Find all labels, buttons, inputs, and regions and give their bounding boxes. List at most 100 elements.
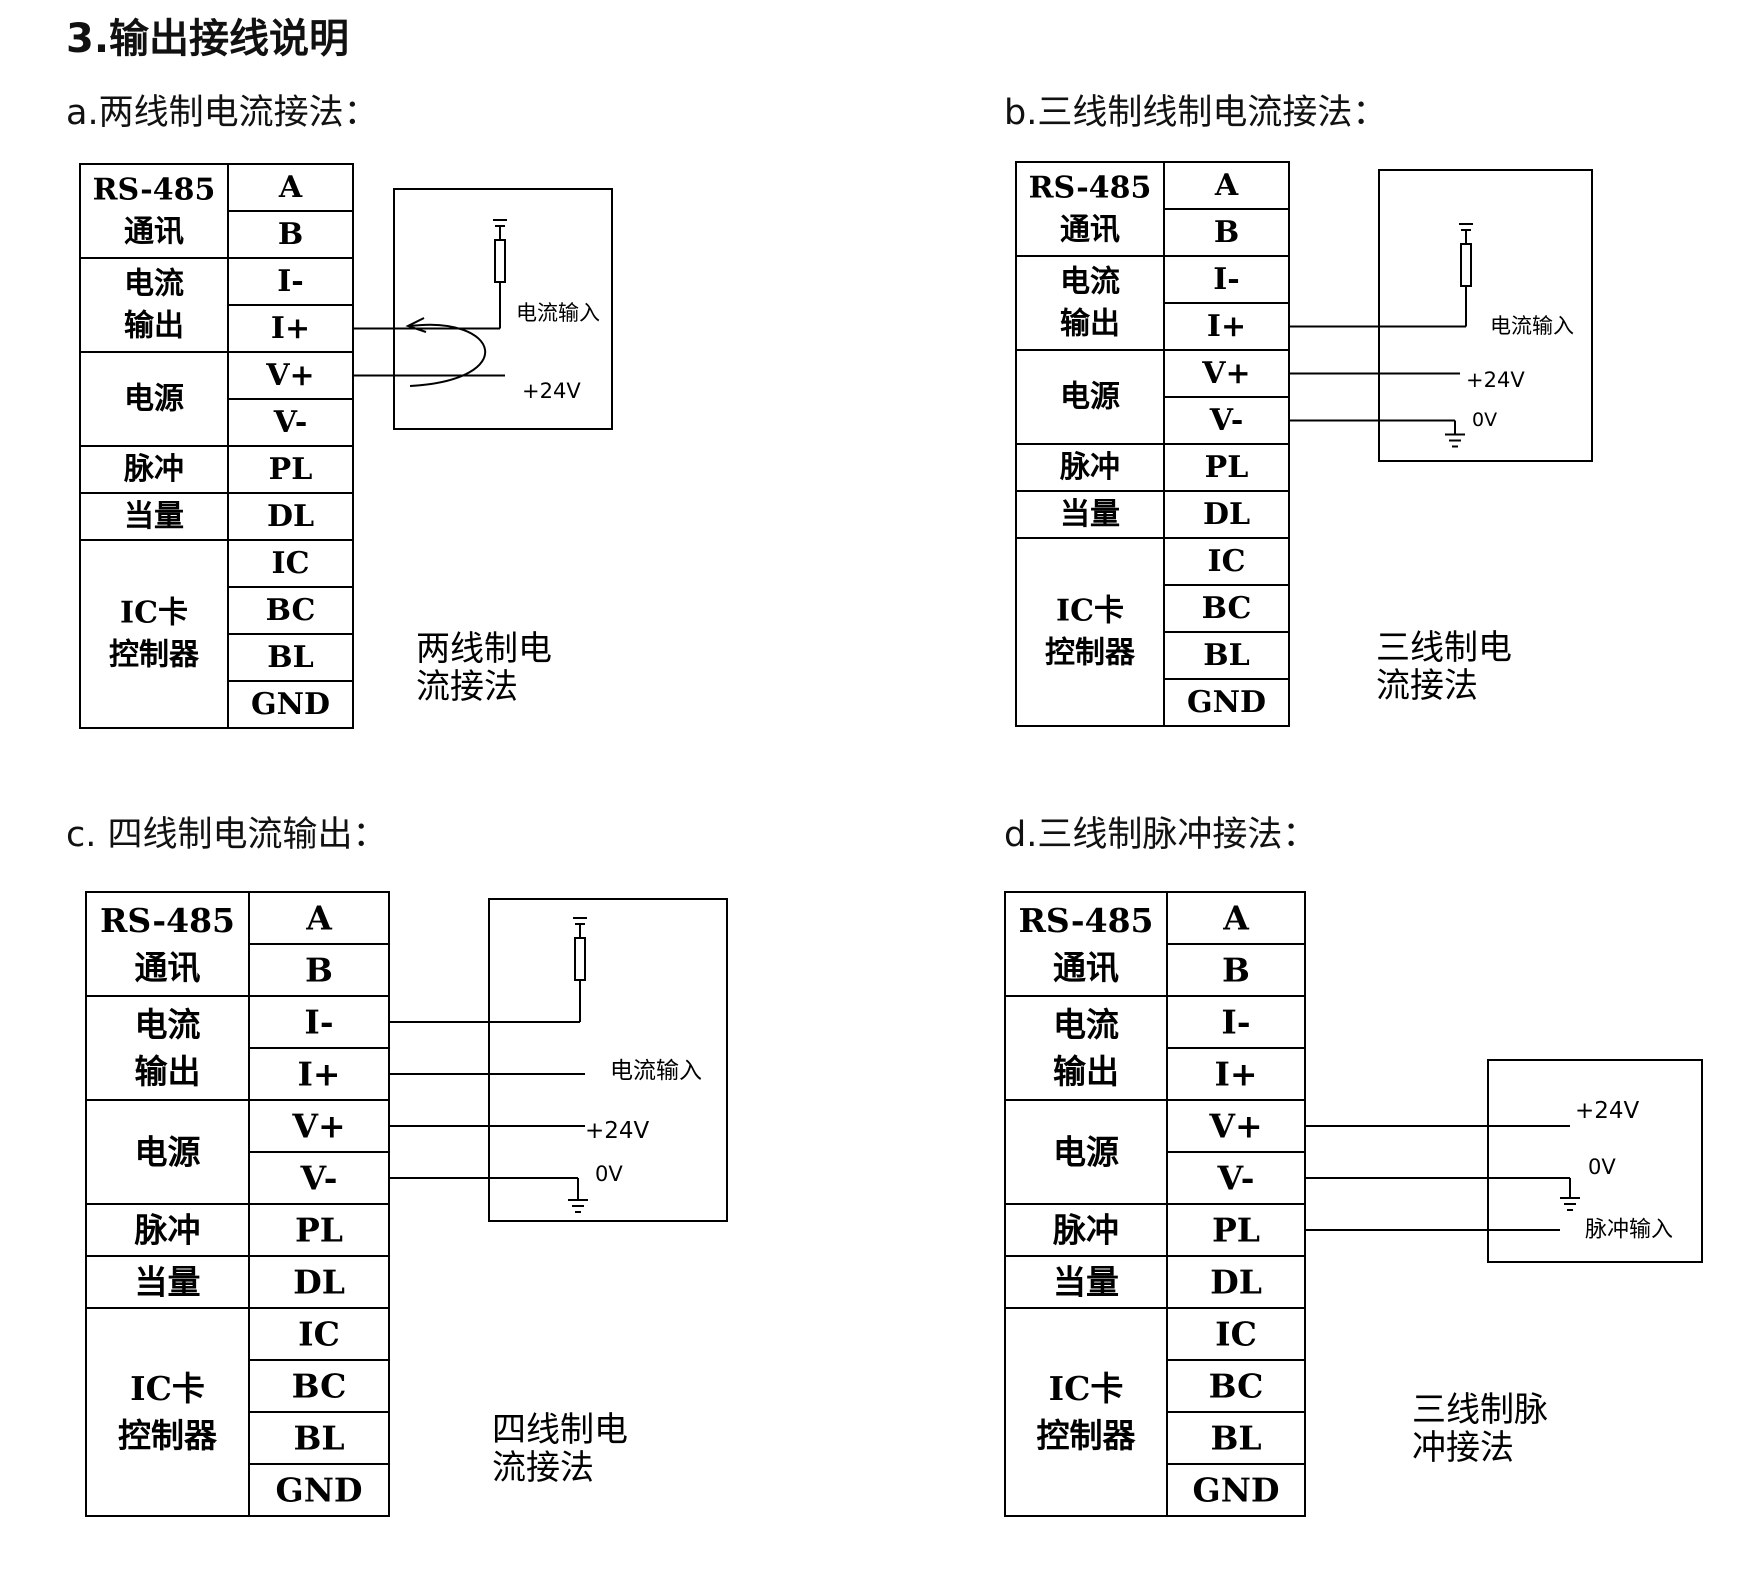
group-label: 输出 — [135, 1052, 201, 1091]
terminal-label: A — [1214, 168, 1239, 203]
group-label: 电流 — [1053, 1005, 1119, 1044]
diagram-caption: 三线制脉 — [1412, 1390, 1548, 1430]
group-label: 脉冲 — [124, 452, 184, 487]
device-box — [1378, 169, 1593, 462]
terminal-label: V- — [1217, 1159, 1255, 1198]
terminal-label: A — [278, 170, 303, 205]
terminal-label: I+ — [297, 1055, 340, 1094]
group-label: 当量 — [135, 1263, 201, 1302]
group-cell — [85, 1307, 250, 1517]
group-label: 电流 — [124, 266, 184, 301]
group-label: 通讯 — [1053, 948, 1119, 987]
terminal-label: V+ — [1208, 1107, 1262, 1146]
group-label: RS-485 — [1029, 170, 1152, 205]
terminal-label: A — [305, 899, 332, 938]
label-0v: 0V — [1588, 1155, 1616, 1179]
terminal-label: V+ — [291, 1107, 345, 1146]
terminal-label: V- — [273, 405, 308, 440]
terminal-label: B — [1214, 215, 1239, 250]
terminal-label: I+ — [1214, 1055, 1257, 1094]
group-label: IC卡 — [1056, 593, 1124, 628]
terminal-cell — [1166, 1463, 1306, 1517]
device-box — [393, 188, 613, 430]
group-label: IC卡 — [120, 595, 188, 630]
group-label: 控制器 — [1037, 1416, 1137, 1455]
group-label: RS-485 — [93, 172, 216, 207]
group-label: 电流 — [1060, 264, 1120, 299]
group-label: 电源 — [135, 1133, 201, 1172]
diagram-b-heading: b.三线制线制电流接法： — [1004, 93, 1388, 133]
terminal-label: GND — [1193, 1471, 1280, 1510]
terminal-label: B — [278, 217, 303, 252]
label-24v: +24V — [585, 1118, 650, 1144]
terminal-label: DL — [1203, 497, 1250, 532]
terminal-cell — [227, 680, 354, 729]
diagram-d-heading: d.三线制脉冲接法： — [1004, 815, 1318, 855]
group-cell — [1015, 537, 1165, 727]
group-label: 脉冲 — [135, 1211, 201, 1250]
diagram-caption: 流接法 — [1376, 666, 1478, 706]
terminal-label: V- — [300, 1159, 338, 1198]
label-0v: 0V — [595, 1162, 623, 1186]
device-box — [488, 898, 728, 1222]
resistor — [574, 937, 586, 981]
terminal-cell — [1163, 678, 1290, 727]
terminal-label: IC — [1208, 544, 1246, 579]
loop-arrow — [409, 323, 487, 387]
group-label: 电源 — [1053, 1133, 1119, 1172]
group-label: RS-485 — [1018, 901, 1153, 940]
terminal-label: B — [1222, 951, 1250, 990]
terminal-label: BL — [293, 1419, 344, 1458]
group-label: 输出 — [1060, 307, 1120, 342]
arrow-head — [405, 317, 427, 333]
group-label: 控制器 — [1045, 636, 1136, 671]
group-label: 输出 — [124, 309, 184, 344]
group-label: RS-485 — [100, 901, 235, 940]
group-label: 当量 — [124, 499, 184, 534]
diagram-caption: 流接法 — [492, 1448, 594, 1488]
terminal-label: IC — [1215, 1315, 1257, 1354]
resistor — [1460, 243, 1472, 287]
terminal-label: BL — [267, 640, 313, 675]
terminal-label: A — [1222, 899, 1249, 938]
terminal-label: GND — [276, 1471, 363, 1510]
terminal-label: I- — [1213, 262, 1239, 297]
diagram-c-heading: c. 四线制电流输出： — [66, 815, 388, 855]
group-label: 控制器 — [109, 638, 200, 673]
terminal-label: V- — [1209, 403, 1244, 438]
group-label: 控制器 — [118, 1416, 218, 1455]
terminal-label: BC — [1209, 1367, 1264, 1406]
terminal-label: BL — [1210, 1419, 1261, 1458]
terminal-label: GND — [1187, 685, 1266, 720]
group-label: IC卡 — [130, 1369, 205, 1408]
terminal-label: B — [305, 951, 333, 990]
group-label: 电源 — [1060, 380, 1120, 415]
group-label: 电源 — [124, 382, 184, 417]
terminal-label: PL — [295, 1211, 343, 1250]
group-label: 电流 — [135, 1005, 201, 1044]
terminal-label: I- — [304, 1003, 333, 1042]
label-0v: 0V — [1472, 409, 1497, 431]
group-label: 通讯 — [124, 215, 184, 250]
page-title: 3.输出接线说明 — [66, 16, 350, 62]
resistor — [494, 239, 506, 283]
terminal-label: BC — [266, 593, 316, 628]
diagram-a-heading: a.两线制电流接法： — [66, 93, 379, 133]
terminal-label: DL — [267, 499, 314, 534]
terminal-label: IC — [298, 1315, 340, 1354]
group-label: 当量 — [1053, 1263, 1119, 1302]
terminal-label: BC — [1202, 591, 1252, 626]
terminal-label: I+ — [1207, 309, 1246, 344]
diagram-caption: 四线制电 — [492, 1410, 628, 1450]
group-cell — [1004, 1307, 1168, 1517]
label-24v: +24V — [1466, 368, 1525, 392]
group-label: 输出 — [1053, 1052, 1119, 1091]
terminal-label: PL — [1205, 450, 1249, 485]
terminal-label: V+ — [265, 358, 314, 393]
